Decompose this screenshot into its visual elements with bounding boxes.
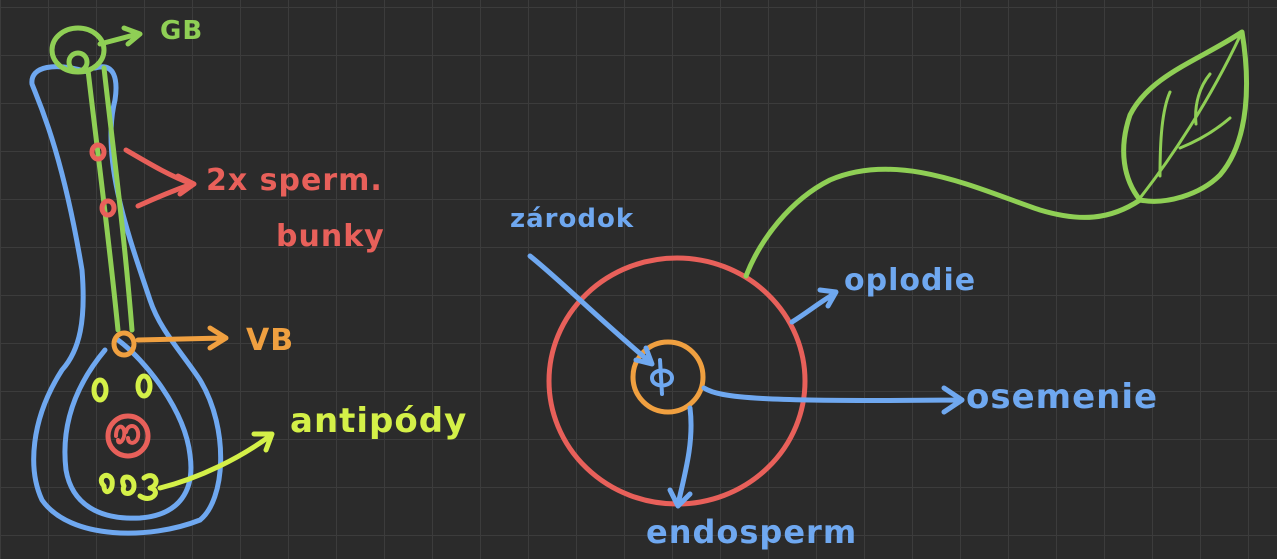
osemenie-arrow (701, 385, 965, 415)
pollen-grain (49, 25, 107, 75)
zarodok-arrow (527, 253, 655, 367)
sperm-label-line2: bunky (276, 219, 385, 254)
vb-nucleus (111, 330, 137, 358)
synergid-1 (91, 377, 109, 403)
gb-label: GB (160, 16, 204, 46)
embryo-symbol (650, 358, 674, 396)
sperm-arrows (123, 147, 197, 209)
antipodal-cells (98, 472, 159, 501)
gb-arrow (97, 25, 143, 47)
antipody-arrow (157, 431, 275, 491)
leaf-vein (1138, 34, 1242, 200)
seed-circle (546, 255, 808, 507)
oplodie-label: oplodie (844, 263, 977, 298)
sperm-cell-1 (89, 142, 107, 162)
pistil-inner-outline (62, 337, 194, 521)
endosperm-label: endosperm (646, 513, 858, 551)
endosperm-arrow (667, 405, 694, 509)
egg-cell (105, 413, 151, 459)
embryo-circle (630, 339, 706, 415)
vb-arrow (135, 325, 229, 351)
pistil-outline (29, 64, 224, 536)
oplodie-arrow (789, 287, 839, 325)
osemenie-label: osemenie (966, 377, 1159, 417)
sperm-label-line1: 2x sperm. (206, 163, 383, 198)
antipody-label: antipódy (290, 401, 468, 441)
sperm-cell-2 (99, 198, 117, 218)
leaf-outline (1121, 29, 1249, 204)
stem-line (743, 166, 1143, 279)
zarodok-label: zárodok (510, 204, 635, 234)
synergid-2 (135, 373, 153, 399)
vb-label: VB (246, 323, 295, 358)
pollen-grain-inner (66, 50, 90, 74)
pollen-tube (85, 65, 135, 333)
egg-cell-inner (114, 424, 141, 445)
